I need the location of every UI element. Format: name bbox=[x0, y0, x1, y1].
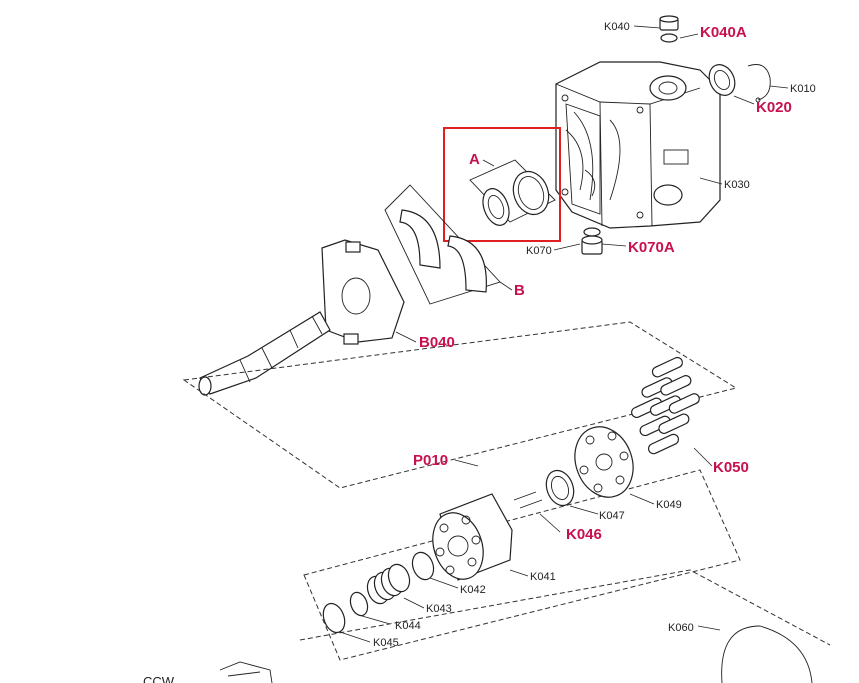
label-k046: K046 bbox=[566, 526, 602, 543]
cylinder-block-k041 bbox=[432, 493, 513, 581]
label-p010: P010 bbox=[413, 452, 448, 469]
group-plane-bottom bbox=[299, 569, 831, 646]
ball-guide-k047 bbox=[545, 469, 575, 507]
drive-shaft bbox=[198, 311, 331, 396]
label-k060: K060 bbox=[668, 622, 694, 634]
label-k040a: K040A bbox=[700, 24, 747, 41]
label-k042: K042 bbox=[460, 584, 486, 596]
label-a: A bbox=[469, 151, 480, 168]
seal-k020 bbox=[708, 64, 736, 96]
label-k047: K047 bbox=[599, 510, 625, 522]
label-k050: K050 bbox=[713, 459, 749, 476]
washer-k044 bbox=[349, 591, 369, 617]
ring-k045 bbox=[322, 602, 346, 634]
swashplate-b040 bbox=[321, 239, 405, 345]
retaining-ring-k010 bbox=[747, 64, 771, 103]
spring-k043 bbox=[366, 563, 411, 605]
ccw-view-sketch bbox=[219, 661, 273, 683]
bearing-assembly-a bbox=[469, 159, 556, 226]
label-k010: K010 bbox=[790, 83, 816, 95]
label-k070: K070 bbox=[526, 245, 552, 257]
ring-k042 bbox=[411, 551, 435, 581]
pins-k046 bbox=[513, 491, 543, 509]
leader-lines bbox=[339, 25, 789, 643]
label-k040: K040 bbox=[604, 21, 630, 33]
label-k020: K020 bbox=[756, 99, 792, 116]
label-k044: K044 bbox=[395, 620, 421, 632]
label-k049: K049 bbox=[656, 499, 682, 511]
group-plane-lower bbox=[303, 469, 741, 661]
label-b: B bbox=[514, 282, 525, 299]
label-k043: K043 bbox=[426, 603, 452, 615]
label-ccw: CCW bbox=[143, 674, 175, 683]
part-labels: K040 K040A K010 K020 K030 A B K070 K070A… bbox=[143, 21, 816, 683]
label-k070a: K070A bbox=[628, 239, 675, 256]
label-k041: K041 bbox=[530, 571, 556, 583]
retainer-plate-k049 bbox=[574, 426, 634, 498]
group-plane-upper bbox=[182, 321, 738, 489]
label-k045: K045 bbox=[373, 637, 399, 649]
plug-k040 bbox=[659, 15, 679, 43]
label-b040: B040 bbox=[419, 334, 455, 351]
pump-housing-k030 bbox=[555, 61, 721, 229]
plug-k070 bbox=[581, 227, 603, 255]
oring-k060 bbox=[721, 625, 813, 683]
highlight-box-a bbox=[443, 127, 561, 242]
label-k030: K030 bbox=[724, 179, 750, 191]
bearing-shells-b bbox=[384, 184, 501, 305]
pistons-k050 bbox=[631, 356, 700, 455]
